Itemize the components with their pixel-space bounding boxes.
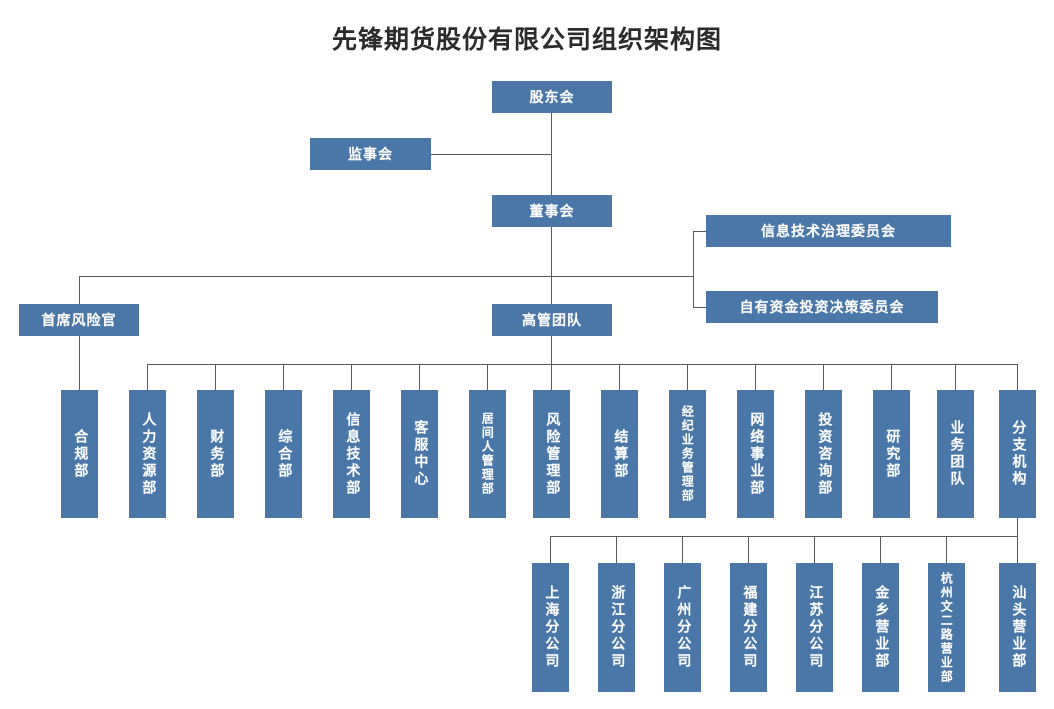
connector-department-stem: [215, 364, 216, 390]
connector-branch-stem: [550, 536, 551, 563]
node-department[interactable]: 研究部: [872, 390, 910, 518]
connector-to-fund-committee: [693, 307, 706, 308]
connector-branches-down: [1017, 518, 1018, 536]
node-department[interactable]: 客服中心: [400, 390, 438, 518]
node-department[interactable]: 业务团队: [936, 390, 974, 518]
connector-branch-stem: [880, 536, 881, 563]
node-department[interactable]: 财务部: [196, 390, 234, 518]
connector-department-stem: [283, 364, 284, 390]
connector-branch-stem: [814, 536, 815, 563]
connector-to-it-committee: [693, 231, 706, 232]
node-department[interactable]: 经纪业务管理部: [668, 390, 706, 518]
connector-department-stem: [823, 364, 824, 390]
connector-department-stem: [955, 364, 956, 390]
connector-department-stem: [487, 364, 488, 390]
node-department[interactable]: 人力资源部: [128, 390, 166, 518]
node-branch[interactable]: 广州分公司: [663, 563, 701, 692]
connector-department-stem: [551, 364, 552, 390]
node-branch[interactable]: 浙江分公司: [597, 563, 635, 692]
node-board[interactable]: 董事会: [492, 195, 612, 227]
node-department[interactable]: 信息技术部: [332, 390, 370, 518]
node-department[interactable]: 综合部: [264, 390, 302, 518]
connector-bus-to-management: [551, 276, 552, 305]
connector-management-down: [551, 336, 552, 364]
connector-department-stem: [147, 364, 148, 390]
node-shareholders[interactable]: 股东会: [492, 81, 612, 113]
connector-department-stem: [687, 364, 688, 390]
node-proprietary-fund-committee[interactable]: 自有资金投资决策委员会: [706, 291, 938, 323]
connector-committee-bracket: [693, 231, 694, 307]
connector-cro-to-compliance: [79, 336, 80, 390]
connector-board-bus: [79, 276, 693, 277]
node-branch[interactable]: 金乡营业部: [861, 563, 899, 692]
page-title: 先锋期货股份有限公司组织架构图: [331, 26, 722, 54]
node-branch[interactable]: 汕头营业部: [998, 563, 1036, 692]
node-branch[interactable]: 上海分公司: [531, 563, 569, 692]
connector-branch-bus: [550, 536, 1017, 537]
node-management-team[interactable]: 高管团队: [492, 304, 612, 336]
connector-branch-stem: [616, 536, 617, 563]
node-branch[interactable]: 福建分公司: [729, 563, 767, 692]
connector-branch-stem: [946, 536, 947, 563]
node-branch[interactable]: 江苏分公司: [795, 563, 833, 692]
connector-department-stem: [891, 364, 892, 390]
connector-branch-stem: [748, 536, 749, 563]
connector-department-stem: [619, 364, 620, 390]
connector-branch-stem: [1017, 536, 1018, 563]
connector-supervisors-stem: [431, 154, 552, 155]
connector-branch-stem: [682, 536, 683, 563]
node-department[interactable]: 网络事业部: [736, 390, 774, 518]
connector-department-stem: [351, 364, 352, 390]
node-it-governance-committee[interactable]: 信息技术治理委员会: [706, 215, 951, 247]
connector-department-stem: [755, 364, 756, 390]
node-department[interactable]: 合规部: [60, 390, 98, 518]
node-branch[interactable]: 杭州文二路营业部: [927, 563, 965, 692]
connector-bus-to-cro: [79, 276, 80, 305]
node-department[interactable]: 分支机构: [998, 390, 1036, 518]
node-chief-risk-officer[interactable]: 首席风险官: [19, 304, 139, 336]
node-department[interactable]: 投资咨询部: [804, 390, 842, 518]
node-department[interactable]: 风险管理部: [532, 390, 570, 518]
connector-department-stem: [1017, 364, 1018, 390]
connector-department-stem: [419, 364, 420, 390]
node-department[interactable]: 结算部: [600, 390, 638, 518]
node-supervisors[interactable]: 监事会: [310, 138, 431, 170]
node-department[interactable]: 居间人管理部: [468, 390, 506, 518]
connector-department-bus: [147, 364, 1017, 365]
connector-board-down: [551, 227, 552, 276]
